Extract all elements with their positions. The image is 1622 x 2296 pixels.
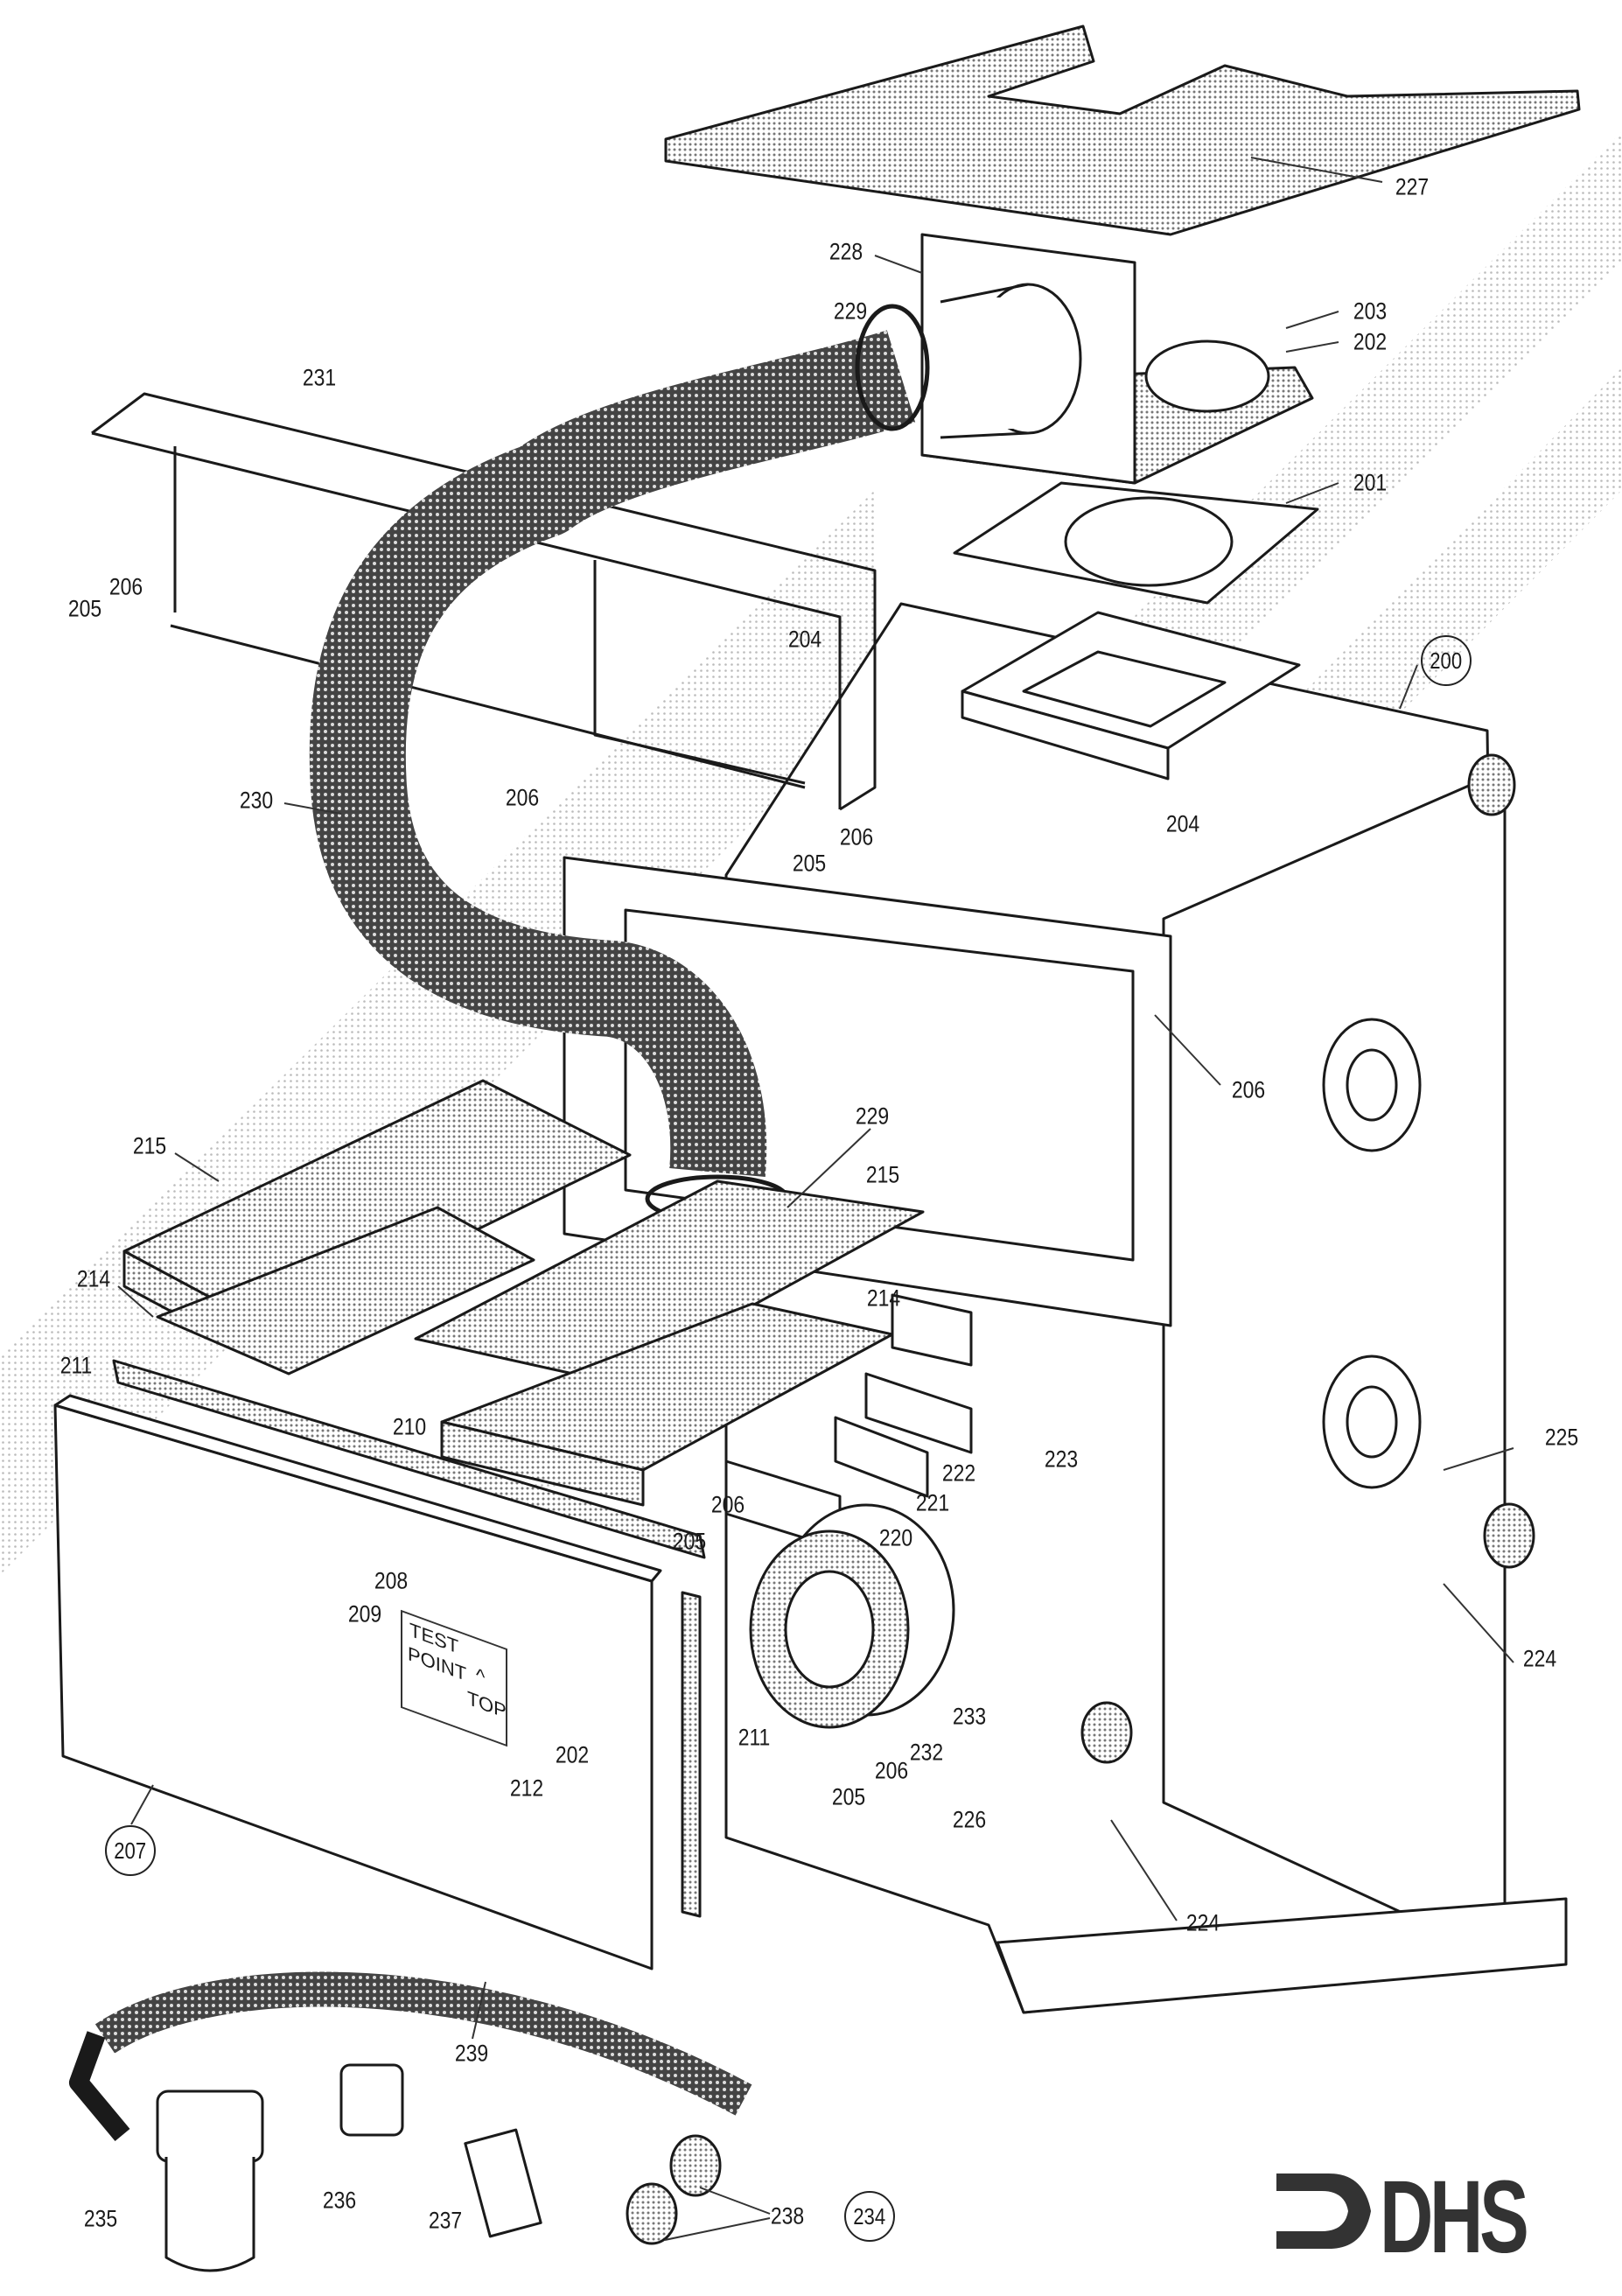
insulation-slabs bbox=[122, 1079, 925, 1507]
leader-lines bbox=[117, 157, 1514, 2241]
callout-214: 214 bbox=[76, 1265, 111, 1292]
callout-214: 214 bbox=[866, 1284, 901, 1312]
test-label-top: TOP bbox=[467, 1686, 507, 1723]
callout-215: 215 bbox=[865, 1161, 900, 1188]
callout-239: 239 bbox=[454, 2040, 489, 2067]
callout-204: 204 bbox=[1165, 810, 1200, 837]
dhs-logo-mark-icon bbox=[1276, 2174, 1371, 2249]
callout-208: 208 bbox=[374, 1567, 409, 1594]
dhs-logo: DHS bbox=[1268, 2160, 1596, 2275]
callout-206: 206 bbox=[1231, 1076, 1266, 1103]
burner-mounting-233 bbox=[749, 1503, 955, 1729]
hose-clip-229 bbox=[855, 304, 930, 431]
callout-211: 211 bbox=[738, 1724, 771, 1751]
callout-203: 203 bbox=[1353, 298, 1388, 325]
callout-202: 202 bbox=[555, 1741, 590, 1768]
callout-237: 237 bbox=[428, 2207, 463, 2234]
callout-201: 201 bbox=[1353, 469, 1388, 496]
callout-229: 229 bbox=[855, 1102, 890, 1130]
callout-228: 228 bbox=[828, 238, 863, 265]
callout-200-assembly: 200 bbox=[1421, 635, 1472, 686]
callout-231: 231 bbox=[302, 364, 337, 391]
callout-215: 215 bbox=[132, 1132, 167, 1159]
gasket-201 bbox=[953, 481, 1319, 605]
callout-235: 235 bbox=[83, 2205, 118, 2232]
callout-206: 206 bbox=[505, 784, 540, 811]
callout-227: 227 bbox=[1395, 173, 1430, 200]
callout-204: 204 bbox=[787, 626, 822, 653]
callout-206: 206 bbox=[108, 573, 143, 600]
callout-206: 206 bbox=[839, 823, 874, 850]
callout-206: 206 bbox=[710, 1491, 745, 1518]
callout-212: 212 bbox=[509, 1774, 544, 1802]
flue-spigot bbox=[961, 611, 1301, 780]
front-cover-207 bbox=[53, 1359, 706, 1970]
callout-205: 205 bbox=[672, 1528, 707, 1555]
callout-230: 230 bbox=[239, 787, 274, 814]
callout-205: 205 bbox=[831, 1783, 866, 1810]
callout-209: 209 bbox=[347, 1600, 382, 1628]
callout-233: 233 bbox=[952, 1703, 987, 1730]
flex-hose-230 bbox=[309, 330, 916, 1177]
callout-222: 222 bbox=[941, 1460, 976, 1487]
callout-221: 221 bbox=[915, 1489, 950, 1516]
callout-211: 211 bbox=[59, 1352, 93, 1379]
dhs-logo-text: DHS bbox=[1380, 2160, 1529, 2275]
callout-238: 238 bbox=[770, 2202, 805, 2230]
up-arrow-icon: ^ bbox=[476, 1663, 486, 1689]
flue-box-228 bbox=[920, 233, 1314, 485]
callout-225: 225 bbox=[1544, 1424, 1579, 1451]
callout-220: 220 bbox=[878, 1524, 913, 1551]
callout-224: 224 bbox=[1185, 1909, 1220, 1936]
callout-205: 205 bbox=[792, 850, 827, 877]
callout-202: 202 bbox=[1353, 328, 1388, 355]
callout-207-assembly: 207 bbox=[105, 1825, 156, 1876]
callout-236: 236 bbox=[322, 2187, 357, 2214]
callout-229: 229 bbox=[833, 298, 868, 325]
callout-234-kit: 234 bbox=[844, 2191, 895, 2242]
bracket-231 bbox=[91, 392, 877, 811]
oil-supply-kit bbox=[69, 1971, 752, 2272]
callout-224: 224 bbox=[1522, 1645, 1557, 1672]
callout-232: 232 bbox=[909, 1739, 944, 1766]
top-insulation-227 bbox=[664, 24, 1581, 236]
callout-205: 205 bbox=[67, 595, 102, 622]
callout-210: 210 bbox=[392, 1413, 427, 1440]
callout-223: 223 bbox=[1044, 1446, 1079, 1473]
callout-226: 226 bbox=[952, 1806, 987, 1833]
callout-206: 206 bbox=[874, 1757, 909, 1784]
